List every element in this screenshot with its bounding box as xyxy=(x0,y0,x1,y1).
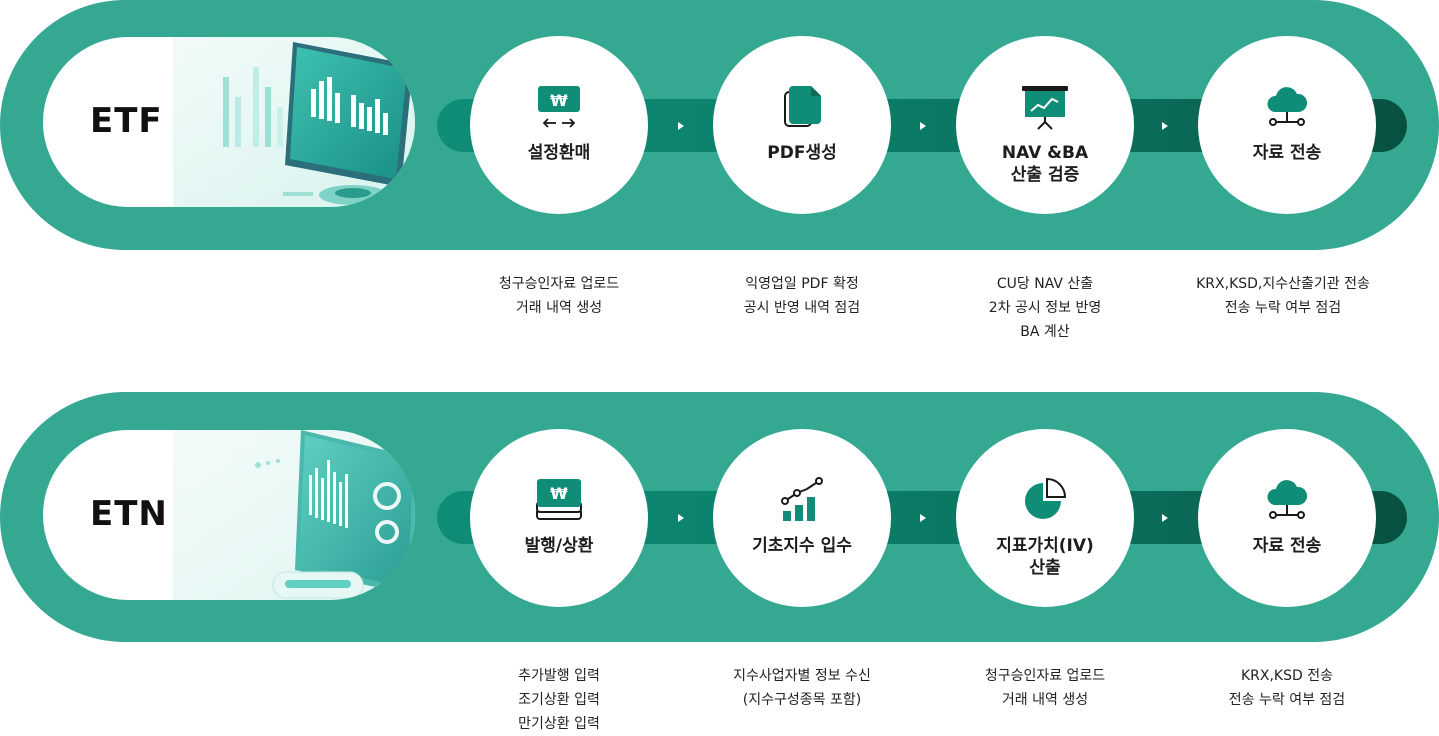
flow-arrow-icon xyxy=(1162,122,1168,130)
etf-step-setup-redemption: ₩ 설정환매 xyxy=(470,36,648,214)
etn-step-2-description: 지수사업자별 정보 수신 (지수구성종목 포함) xyxy=(733,668,871,708)
etn-title-pill: ETN xyxy=(43,430,415,600)
etf-process-band: ETF xyxy=(0,0,1439,250)
document-copy-icon xyxy=(779,84,825,130)
etf-step-nav-ba: NAV &BA 산출 검증 xyxy=(956,36,1134,214)
etf-step-1-description: 청구승인자료 업로드 거래 내역 생성 xyxy=(498,276,620,316)
etn-step-issue-redeem: ₩ 발행/상환 xyxy=(470,429,648,607)
flow-arrow-icon xyxy=(678,514,684,522)
etn-step-4-description: KRX,KSD 전송 전송 누락 여부 점검 xyxy=(1228,668,1346,708)
step-label: 설정환매 xyxy=(527,143,591,163)
flow-arrow-icon xyxy=(1162,514,1168,522)
etf-monitor-illustration xyxy=(173,37,415,207)
flow-arrow-icon xyxy=(920,122,926,130)
etf-title: ETF xyxy=(90,101,163,141)
etf-step-data-transfer: 자료 전송 xyxy=(1198,36,1376,214)
cloud-network-icon xyxy=(1264,477,1310,523)
etn-step-1-description: 추가발행 입력 조기상환 입력 만기상환 입력 xyxy=(518,668,600,732)
etf-step-pdf-creation: PDF생성 xyxy=(713,36,891,214)
flow-arrow-icon xyxy=(678,122,684,130)
growth-chart-icon xyxy=(779,477,825,523)
step-label: NAV &BA 산출 검증 xyxy=(1001,143,1089,185)
step-label: PDF생성 xyxy=(767,143,837,163)
step-label: 자료 전송 xyxy=(1252,143,1322,163)
step-label: 기초지수 입수 xyxy=(752,536,852,556)
etn-title: ETN xyxy=(90,494,168,534)
cloud-network-icon xyxy=(1264,84,1310,130)
presentation-chart-icon xyxy=(1020,84,1070,130)
svg-text:₩: ₩ xyxy=(550,484,568,503)
etn-step-index-receive: 기초지수 입수 xyxy=(713,429,891,607)
step-label: 자료 전송 xyxy=(1252,536,1322,556)
flow-arrow-icon xyxy=(920,514,926,522)
step-label: 발행/상환 xyxy=(524,536,594,556)
etn-step-data-transfer: 자료 전송 xyxy=(1198,429,1376,607)
etn-step-3-description: 청구승인자료 업로드 거래 내역 생성 xyxy=(984,668,1106,708)
etf-step-3-description: CU당 NAV 산출 2차 공시 정보 반영 BA 계산 xyxy=(988,276,1102,340)
step-label: 지표가치(IV) 산출 xyxy=(996,536,1094,578)
etn-monitor-illustration xyxy=(173,430,415,600)
won-exchange-icon: ₩ xyxy=(534,84,584,130)
etn-step-iv-calc: 지표가치(IV) 산출 xyxy=(956,429,1134,607)
etf-step-2-description: 익영업일 PDF 확정 공시 반영 내역 점검 xyxy=(743,276,861,316)
pie-chart-icon xyxy=(1021,477,1069,523)
etf-title-pill: ETF xyxy=(43,37,415,207)
etn-process-band: ETN xyxy=(0,392,1439,642)
etf-step-4-description: KRX,KSD,지수산출기관 전송 전송 누락 여부 점검 xyxy=(1196,276,1370,316)
money-stack-icon: ₩ xyxy=(534,477,584,523)
svg-text:₩: ₩ xyxy=(550,91,568,110)
